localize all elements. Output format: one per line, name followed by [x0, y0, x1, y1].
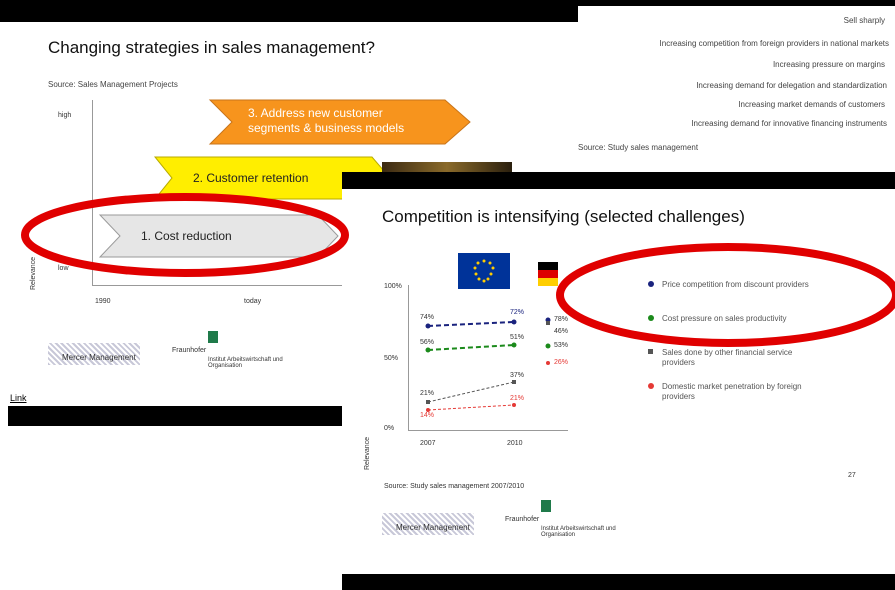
value-label-gray-de: 46% — [554, 328, 569, 335]
series-green-line — [427, 344, 515, 351]
slide1-arrows — [98, 99, 471, 258]
series-green-point — [511, 342, 517, 348]
arrow2-label: 2. Customer retention — [193, 171, 309, 185]
series-blue-line — [427, 321, 515, 327]
slide1-logo-fraunhofer-text: Fraunhofer — [172, 347, 207, 354]
legend-label: Sales done by other financial service pr… — [662, 348, 793, 367]
legend-label: Price competition from discount provider… — [662, 280, 809, 289]
slide2-y-top-label: 100% — [384, 283, 402, 290]
value-label-gray-end: 37% — [510, 372, 525, 379]
slide1-x-right-label: today — [244, 298, 262, 305]
highlight-ellipse-price-competition — [556, 243, 895, 347]
value-label-red-start: 14% — [420, 412, 435, 419]
slide1-fraunhofer-icon — [208, 331, 218, 343]
value-label-gray-start: 21% — [420, 390, 435, 397]
slide2-top-bar — [342, 172, 895, 189]
slide2-page-number: 27 — [848, 472, 856, 479]
arrow1-label: 1. Cost reduction — [141, 229, 232, 243]
slide1-logo-mercer — [48, 343, 140, 365]
germany-flag — [538, 262, 558, 286]
highlight-ellipse-cost-reduction — [21, 193, 349, 277]
series-red-point — [426, 408, 430, 412]
background-list-item: Increasing pressure on margins — [772, 60, 885, 69]
slide2-x-right-label: 2010 — [507, 440, 523, 447]
value-label-green-start: 56% — [420, 339, 435, 346]
legend-green-dot-icon — [648, 315, 654, 321]
slide1-y-bottom-label: low — [58, 265, 69, 272]
background-slide-top-bar — [575, 0, 895, 6]
slide2-bottom-bar — [342, 574, 895, 590]
slide2-logo-mercer-text: Mercer Management — [396, 523, 470, 532]
slide1-x-left-label: 1990 — [95, 298, 111, 305]
series-gray-point — [426, 400, 430, 404]
slide1-title: Changing strategies in sales management? — [48, 38, 375, 57]
slide1-source-caption: Source: Sales Management Projects — [48, 80, 178, 89]
slide2-y-axis — [408, 285, 409, 430]
legend-label: Domestic market penetration by foreign p… — [662, 382, 802, 401]
series-red-de-point — [546, 361, 550, 365]
background-list-item: Increasing competition from foreign prov… — [659, 39, 889, 48]
series-gray-de-point — [546, 321, 550, 325]
slide2-y-low-label: 0% — [384, 425, 395, 432]
arrow3-label-line2: segments & business models — [248, 121, 405, 135]
legend-gray-square-icon — [648, 349, 653, 354]
slide2-title: Competition is intensifying (selected ch… — [382, 207, 745, 226]
series-green-de-point — [545, 343, 551, 349]
series-green-point — [425, 347, 431, 353]
value-label-blue-end: 72% — [510, 309, 525, 316]
legend-item: Price competition from discount provider… — [648, 280, 878, 314]
series-gray-point — [512, 380, 516, 384]
series-red-point — [512, 403, 516, 407]
slide2-logo-fraunhofer-sub: Institut Arbeitswirtschaft und Organisat… — [541, 526, 616, 538]
arrow3-shape — [208, 99, 471, 145]
legend-label: Cost pressure on sales productivity — [662, 314, 787, 323]
background-list-item: Increasing market demands of customers — [738, 100, 885, 109]
background-list-item: Increasing demand for delegation and sta… — [696, 81, 887, 90]
arrow3-label-line1: 3. Address new customer — [248, 106, 383, 120]
slide1-y-top-label: high — [58, 112, 72, 119]
slide1-x-axis — [92, 285, 342, 286]
slide1-y-axis — [92, 100, 93, 285]
value-label-red-end: 21% — [510, 395, 525, 402]
slide1-logo-mercer-text: Mercer Management — [62, 353, 136, 362]
background-list-item: Sell sharply — [843, 16, 885, 25]
slide2-logo-mercer — [382, 513, 474, 535]
value-label-green-end: 51% — [510, 334, 525, 341]
legend-red-dot-icon — [648, 383, 654, 389]
slide1-footer-mark: Link — [10, 393, 27, 403]
value-label-green-de: 53% — [554, 342, 569, 349]
slide2-y-mid-label: 50% — [384, 355, 399, 362]
slide2-x-left-label: 2007 — [420, 440, 436, 447]
series-blue-point — [511, 319, 517, 325]
value-label-red-de: 26% — [554, 359, 569, 366]
value-label-blue-start: 74% — [420, 314, 435, 321]
eu-flag — [458, 253, 510, 289]
slide1-logo-fraunhofer-sub: Institut Arbeitswirtschaft und Organisat… — [208, 357, 283, 369]
series-red-line — [427, 404, 515, 411]
legend-item: Cost pressure on sales productivity — [648, 314, 878, 348]
slide2-fraunhofer-icon — [541, 500, 551, 512]
slide1-bottom-bar — [8, 406, 342, 426]
series-blue-point — [425, 323, 431, 329]
slide1-top-bar — [0, 0, 578, 22]
background-list-item: Increasing demand for innovative financi… — [691, 119, 887, 128]
slide2-source-caption: Source: Study sales management 2007/2010 — [384, 483, 525, 490]
legend-blue-dot-icon — [648, 281, 654, 287]
background-footnote: Source: Study sales management — [578, 143, 699, 152]
legend-item: Domestic market penetration by foreign p… — [648, 382, 878, 416]
slide2-logo-fraunhofer-text: Fraunhofer — [505, 516, 540, 523]
value-label-blue-de: 78% — [554, 316, 569, 323]
eu-stars-icon — [473, 259, 495, 283]
slide2-legend: Price competition from discount provider… — [648, 280, 878, 416]
legend-item: Sales done by other financial service pr… — [648, 348, 878, 382]
slide2-x-axis — [408, 430, 568, 431]
